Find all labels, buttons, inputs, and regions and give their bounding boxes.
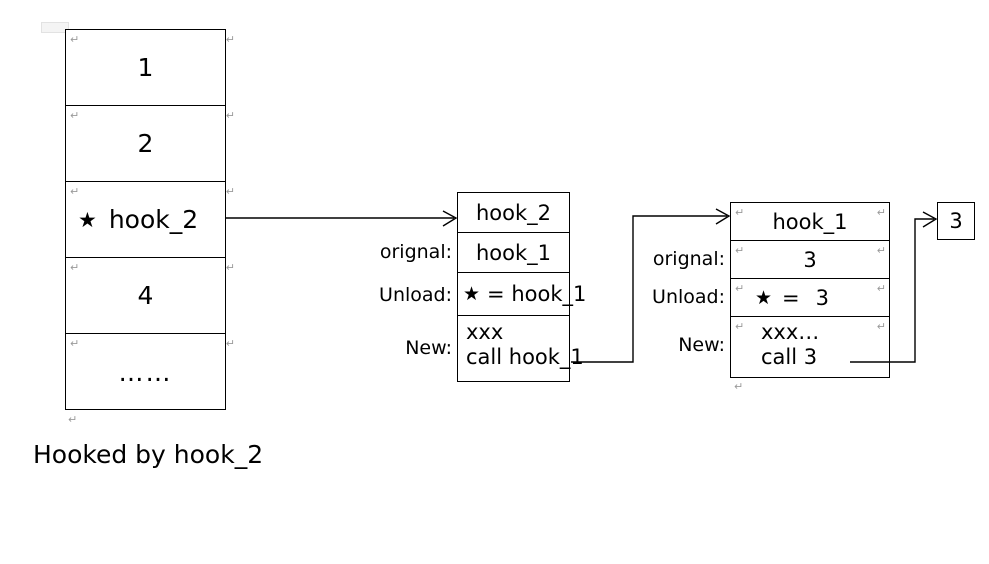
pilcrow-mark: ↵ xyxy=(876,320,886,333)
pilcrow-mark: ↵ xyxy=(735,282,745,295)
target-function-box[interactable]: 3 xyxy=(937,202,975,240)
unload-target: 3 xyxy=(815,285,830,310)
pilcrow-mark: ↵ xyxy=(876,244,886,257)
table-row[interactable]: ↵ ↵ 1 xyxy=(66,30,235,106)
cell-value: hook_2 xyxy=(475,200,552,225)
cell-value: = hook_1 xyxy=(487,282,586,306)
hook2-label-new: New: xyxy=(405,337,452,359)
pilcrow-mark: ↵ xyxy=(70,109,80,122)
page-caption: Hooked by hook_2 xyxy=(33,440,264,469)
table-row[interactable]: ↵ ↵ 2 xyxy=(66,106,235,182)
table-row-hooked[interactable]: ↵ ↵ ★ hook_2 xyxy=(66,182,235,258)
hook1-block-table: ↵ ↵ hook_1 ↵ ↵ 3 ↵ ↵ ★ = 3 ↵ ↵ xxx… call… xyxy=(730,202,890,378)
hook1-label-new: New: xyxy=(678,334,725,356)
hook2-label-unload: Unload: xyxy=(379,284,452,306)
hook1-new-row[interactable]: ↵ ↵ xxx… call 3 xyxy=(731,317,889,379)
cell-value: …… xyxy=(118,358,173,387)
hook2-header-row[interactable]: hook_2 xyxy=(458,193,569,233)
cell-value: hook_1 xyxy=(772,209,848,234)
pilcrow-mark: ↵ xyxy=(225,337,235,350)
hook-chain-table: ↵ ↵ 1 ↵ ↵ 2 ↵ ↵ ★ hook_2 ↵ ↵ 4 ↵ ↵ …… xyxy=(65,29,235,411)
cell-value: hook_1 xyxy=(475,240,552,265)
pilcrow-mark: ↵ xyxy=(735,244,745,257)
pilcrow-mark: ↵ xyxy=(70,33,80,46)
hook1-label-unload: Unload: xyxy=(652,286,725,308)
cell-value: hook_2 xyxy=(108,205,199,234)
hook2-block-table: hook_2 hook_1 ★ = hook_1 xxx call hook_1 xyxy=(457,192,586,383)
new-code-line-1: xxx… xyxy=(761,320,820,344)
new-code-line-1: xxx xyxy=(466,320,504,344)
cell-value: 3 xyxy=(949,209,963,233)
cell-value: 2 xyxy=(137,129,154,158)
equals-sign: = xyxy=(487,282,505,306)
pilcrow-mark: ↵ xyxy=(70,337,80,350)
table-move-handle[interactable] xyxy=(41,22,69,33)
star-icon: ★ xyxy=(78,207,97,232)
table-row[interactable]: ↵ ↵ …… xyxy=(66,334,235,411)
pilcrow-mark: ↵ xyxy=(225,261,235,274)
pilcrow-mark: ↵ xyxy=(876,282,886,295)
hook2-unload-row[interactable]: ★ = hook_1 xyxy=(458,273,586,316)
new-code-line-2: call hook_1 xyxy=(466,344,584,369)
pilcrow-mark: ↵ xyxy=(70,261,80,274)
hook2-new-row[interactable]: xxx call hook_1 xyxy=(458,316,584,383)
unload-target: hook_1 xyxy=(511,282,587,306)
cell-value: 3 xyxy=(803,247,817,272)
hook2-original-row[interactable]: hook_1 xyxy=(458,233,569,273)
hook1-label-original: orignal: xyxy=(652,248,725,270)
pilcrow-mark: ↵ xyxy=(735,320,745,333)
star-icon: ★ xyxy=(463,283,481,305)
hook2-label-original: orignal: xyxy=(379,241,452,263)
hook1-header-row[interactable]: ↵ ↵ hook_1 xyxy=(731,203,889,241)
pilcrow-mark: ↵ xyxy=(225,185,235,198)
star-icon: ★ xyxy=(755,286,773,309)
cell-value: 1 xyxy=(137,53,154,82)
pilcrow-mark: ↵ xyxy=(70,185,80,198)
table-row[interactable]: ↵ ↵ 4 xyxy=(66,258,235,334)
pilcrow-mark: ↵ xyxy=(68,413,78,426)
equals-sign: = xyxy=(782,285,800,310)
pilcrow-mark: ↵ xyxy=(225,109,235,122)
pilcrow-mark: ↵ xyxy=(876,206,886,219)
connector-chain-to-hook2 xyxy=(226,210,458,227)
pilcrow-mark: ↵ xyxy=(735,206,745,219)
hook1-unload-row[interactable]: ↵ ↵ ★ = 3 xyxy=(731,279,889,317)
pilcrow-mark: ↵ xyxy=(225,33,235,46)
pilcrow-mark: ↵ xyxy=(734,380,744,393)
cell-value: 4 xyxy=(137,281,154,310)
new-code-line-2: call 3 xyxy=(761,345,818,370)
hook1-original-row[interactable]: ↵ ↵ 3 xyxy=(731,241,889,279)
